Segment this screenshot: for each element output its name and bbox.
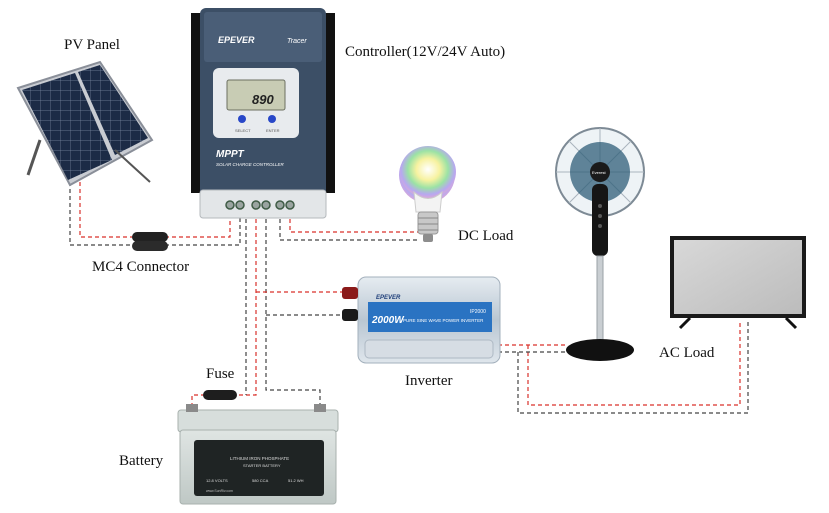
battery-terminal-neg	[314, 404, 326, 412]
inverter-label: Inverter	[405, 373, 453, 389]
controller-enter-button	[268, 115, 276, 123]
fuse-body	[203, 390, 237, 400]
battery-label-text: Battery	[119, 453, 164, 469]
pv-panel-leg-right	[114, 149, 151, 183]
pv-panel	[16, 60, 154, 187]
fan-pole	[596, 255, 604, 347]
inverter-label-plate	[368, 302, 492, 332]
bulb-thread	[418, 217, 438, 231]
mc4-connector	[132, 232, 168, 251]
controller-brand: EPEVER	[218, 35, 255, 45]
battery-lid	[177, 409, 339, 433]
fuse-label: Fuse	[206, 366, 235, 382]
inverter-power: 2000W	[371, 315, 405, 326]
mc4-connector-bottom	[132, 241, 168, 251]
terminal-load-pos	[285, 200, 295, 210]
pv-panel-left-module	[22, 73, 112, 180]
controller-title: MPPT	[216, 149, 245, 160]
terminal-bat-pos	[261, 200, 271, 210]
inverter-terminal-neg	[342, 309, 358, 321]
fan-base	[566, 339, 634, 361]
battery: LITHIUM IRON PHOSPHATE STARTER BATTERY 1…	[177, 404, 339, 505]
controller-lcd-value: 890	[252, 92, 274, 107]
terminal-load-neg	[275, 200, 285, 210]
bulb-base	[417, 211, 439, 235]
controller-model: Tracer	[287, 38, 307, 45]
battery-line2: STARTER BATTERY	[243, 463, 281, 468]
terminal-pv-pos	[225, 200, 235, 210]
inverter-to-ac-positive	[498, 320, 741, 406]
ac-load-fan: Everest	[555, 127, 645, 361]
terminal-bat-neg	[251, 200, 261, 210]
controller-to-dcload-negative	[279, 205, 418, 241]
controller-lcd	[226, 79, 286, 111]
fuse	[203, 390, 237, 400]
battery-line1: LITHIUM IRON PHOSPHATE	[230, 456, 289, 461]
fan-control-button-2	[598, 214, 602, 218]
controller-select-button	[238, 115, 246, 123]
inverter-brand: EPEVER	[376, 295, 401, 301]
inverter-fins	[364, 339, 494, 359]
controller-to-battery-negative	[265, 205, 321, 410]
bulb-neck	[413, 190, 443, 213]
tv-screen	[674, 240, 802, 314]
dc-load-bulb	[399, 146, 456, 242]
battery-url: www.SunRiv.com	[206, 489, 233, 493]
fan-hub	[590, 162, 610, 182]
bulb-tip	[423, 234, 433, 242]
fan-brand: Everest	[592, 170, 606, 175]
inverter: EPEVER IP2000 2000W PURE SINE WAVE POWER…	[342, 276, 501, 364]
terminal-pv-neg	[235, 200, 245, 210]
controller-enter-label: ENTER	[266, 128, 280, 133]
ac-load-tv	[670, 236, 806, 330]
battery-label	[194, 440, 324, 496]
fan-control-button-1	[598, 204, 602, 208]
inverter-description: PURE SINE WAVE POWER INVERTER	[403, 318, 484, 323]
charge-controller: EPEVER Tracer 890 SELECT ENTER MPPT SOLA…	[191, 8, 335, 219]
fan-control-button-3	[598, 224, 602, 228]
tv-stand-left	[678, 316, 692, 330]
pv-panel-leg-left	[26, 139, 42, 176]
battery-spec2: 580 CCA	[252, 478, 269, 483]
battery-spec3: 51.2 WH	[288, 478, 304, 483]
controller-label: Controller(12V/24V Auto)	[345, 44, 506, 60]
pv-panel-right-module	[78, 65, 148, 155]
controller-to-battery-positive	[235, 205, 257, 396]
fan-control-body	[592, 184, 608, 256]
pv-positive-wire	[79, 175, 135, 238]
battery-spec1: 12.8 VOLTS	[206, 478, 228, 483]
inverter-model: IP2000	[470, 309, 486, 315]
pv-panel-label: PV Panel	[64, 37, 120, 53]
mc4-connector-label: MC4 Connector	[92, 259, 190, 275]
mc4-connector-top	[132, 232, 168, 242]
pv-negative-wire	[69, 175, 135, 246]
tv-stand-right	[784, 316, 798, 330]
dc-load-label: DC Load	[458, 228, 514, 244]
inverter-to-ac-negative	[498, 320, 749, 414]
controller-subtitle: SOLAR CHARGE CONTROLLER	[216, 162, 285, 167]
controller-terminals	[225, 200, 295, 210]
battery-terminal-pos	[186, 404, 198, 412]
controller-top-plate	[204, 12, 322, 62]
controller-select-label: SELECT	[235, 128, 251, 133]
ac-load-label: AC Load	[659, 345, 715, 361]
inverter-terminal-pos	[342, 287, 358, 299]
bulb-glow	[400, 146, 456, 198]
